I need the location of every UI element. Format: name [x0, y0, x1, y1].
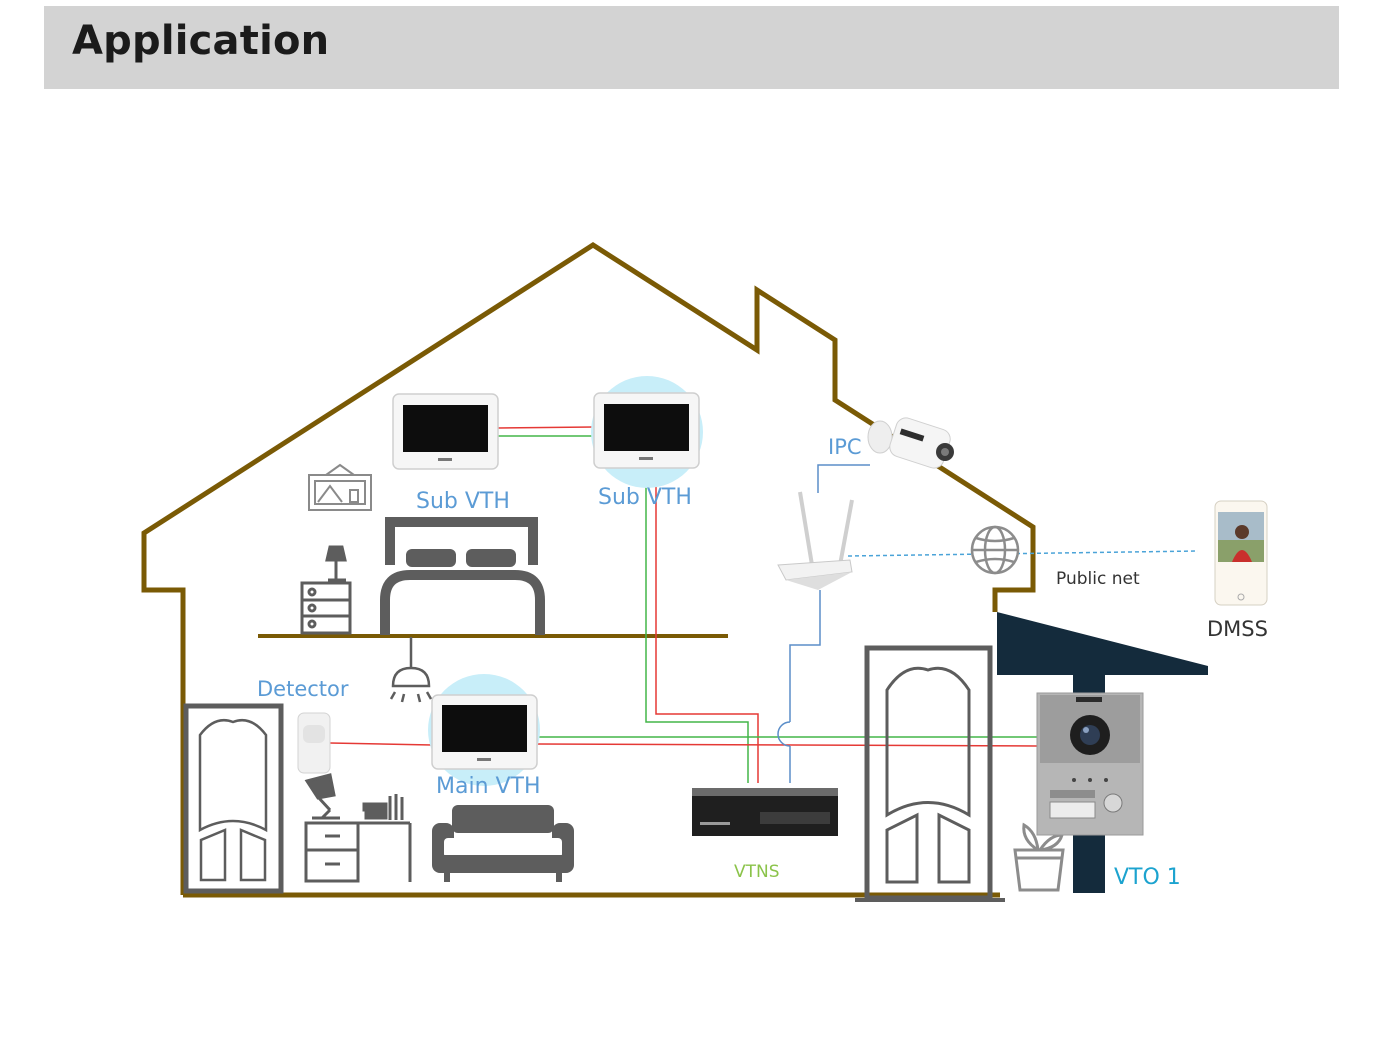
house-outline: [141, 242, 1036, 895]
header-bar: Application: [44, 6, 1339, 89]
page-title: Application: [72, 18, 330, 64]
wifi-router-icon: [777, 491, 854, 590]
sofa-icon: [432, 805, 574, 882]
indoor-monitor-icon: [392, 393, 499, 470]
globe-icon: [970, 525, 1020, 575]
indoor-monitor-icon: [593, 392, 700, 469]
bullet-camera-icon: [867, 417, 954, 469]
door-icon: [183, 703, 284, 894]
poe-switch-icon: [692, 788, 838, 836]
ceiling-lamp-icon: [389, 637, 433, 703]
door-icon: [855, 645, 1005, 902]
ipc-label: IPC: [828, 435, 862, 459]
smartphone-icon: [1214, 500, 1268, 606]
bed-icon: [380, 517, 545, 635]
vtns-label: VTNS: [734, 862, 780, 882]
sub-vth-left-label: Sub VTH: [416, 489, 510, 514]
desk-icon: [304, 773, 412, 883]
door-station-icon: [1036, 692, 1144, 836]
public-net-label: Public net: [1056, 569, 1140, 589]
plant-pot-icon: [1013, 822, 1065, 892]
vto-label: VTO 1: [1114, 865, 1181, 890]
nightstand-icon: [300, 545, 352, 635]
main-vth-label: Main VTH: [436, 774, 541, 799]
wiring: [329, 426, 1199, 783]
indoor-monitor-icon: [431, 694, 538, 770]
sub-vth-right-label: Sub VTH: [598, 485, 692, 510]
detector-label: Detector: [257, 677, 349, 701]
motion-detector-icon: [297, 712, 331, 774]
picture-frame-icon: [308, 463, 372, 511]
dmss-label: DMSS: [1207, 617, 1268, 641]
